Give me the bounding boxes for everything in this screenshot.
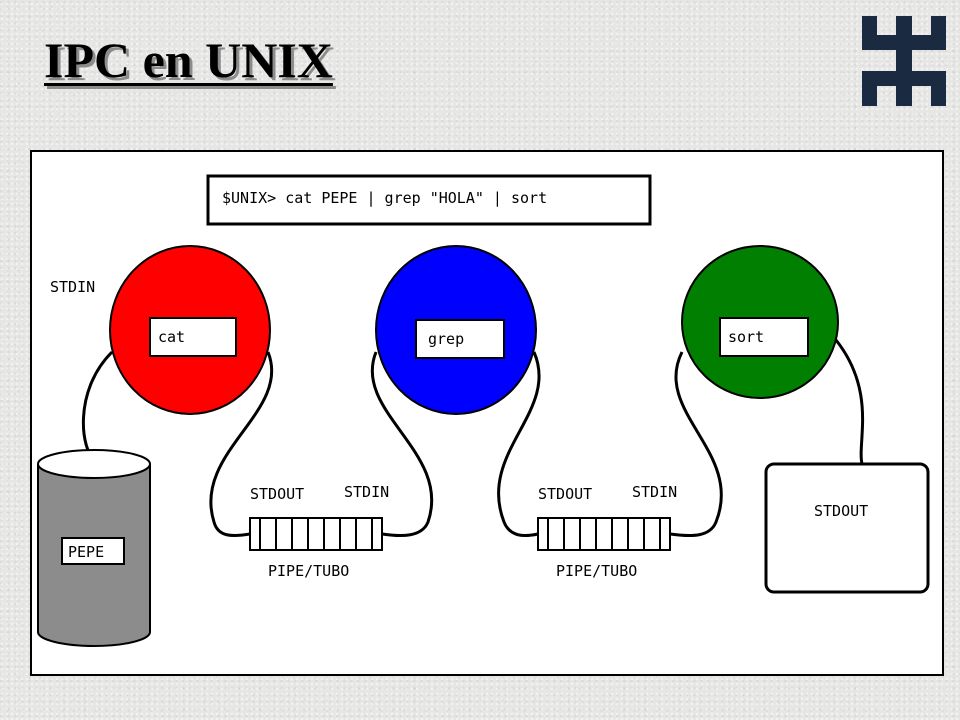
process-grep-label-box	[415, 319, 505, 359]
pipe-1	[249, 517, 383, 551]
wire-sort-stdout	[834, 339, 865, 465]
page-title: IPC en UNIX	[44, 32, 333, 88]
utn-logo-icon	[862, 16, 946, 106]
input-file-cylinder: PEPE	[37, 449, 151, 647]
pipe-1-stdin-label: STDIN	[344, 483, 389, 501]
output-stdout-box	[764, 462, 930, 594]
process-sort-label: sort	[728, 328, 764, 346]
input-file-label: PEPE	[68, 543, 104, 561]
output-stdout-label: STDOUT	[814, 502, 868, 520]
wire-grep-stdout	[497, 351, 541, 537]
wire-sort-stdin	[669, 351, 723, 537]
process-cat-label: cat	[158, 328, 185, 346]
pipe-2-stdin-label: STDIN	[632, 483, 677, 501]
pipe-2	[537, 517, 671, 551]
wire-cat-stdout	[209, 351, 274, 537]
process-cat-label-box	[149, 317, 237, 357]
command-box	[206, 174, 652, 226]
command-text: $UNIX> cat PEPE | grep "HOLA" | sort	[222, 189, 547, 207]
wire-grep-stdin	[370, 351, 434, 537]
pipeline-diagram: $UNIX> cat PEPE | grep "HOLA" | sort cat…	[30, 150, 944, 676]
cylinder-top	[37, 449, 151, 479]
pipe-1-label: PIPE/TUBO	[268, 562, 349, 580]
pipe-1-stdout-label: STDOUT	[250, 485, 304, 503]
input-file-label-box	[61, 537, 125, 565]
process-grep-label: grep	[428, 330, 464, 348]
pipe-2-label: PIPE/TUBO	[556, 562, 637, 580]
pipe-2-stdout-label: STDOUT	[538, 485, 592, 503]
wire-stdin-cat	[82, 350, 114, 460]
pipeline-svg: $UNIX> cat PEPE | grep "HOLA" | sort cat…	[37, 174, 930, 647]
stdin-label: STDIN	[50, 278, 95, 296]
process-sort-label-box	[719, 317, 809, 357]
